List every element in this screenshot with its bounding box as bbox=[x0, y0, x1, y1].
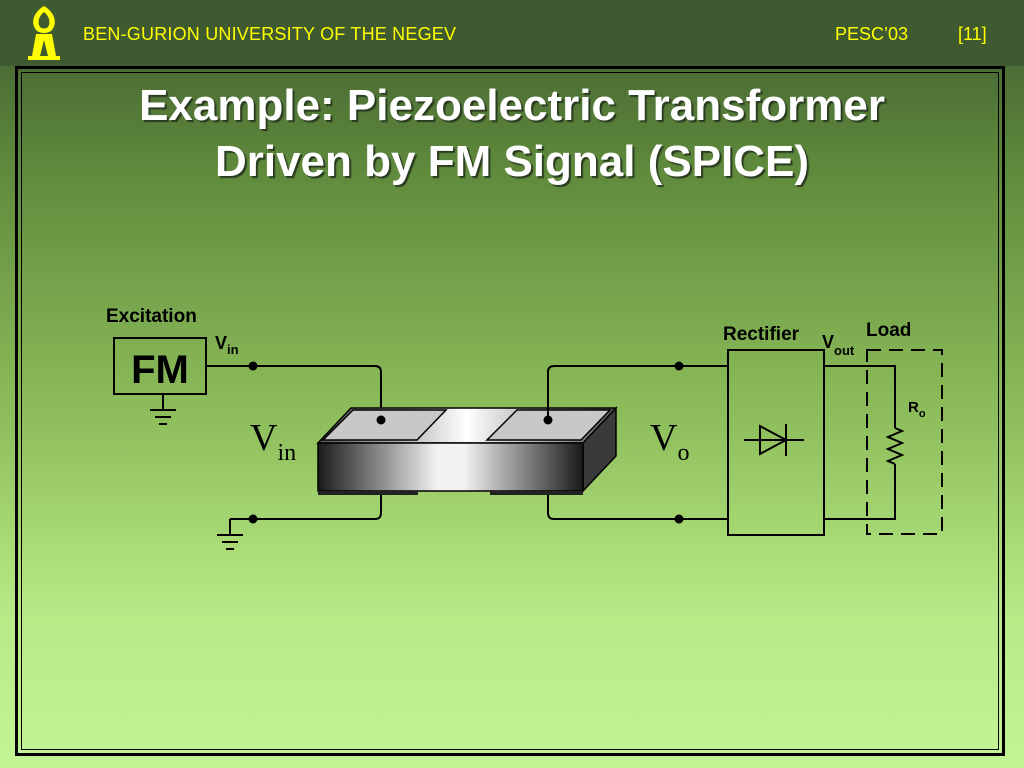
title-line-1: Example: Piezoelectric Transformer bbox=[139, 81, 885, 130]
diode-icon bbox=[744, 424, 804, 456]
output-electrode-node bbox=[543, 415, 553, 425]
rectifier-box bbox=[727, 349, 825, 536]
input-electrode-bottom bbox=[318, 491, 418, 495]
header-bar: BEN-GURION UNIVERSITY OF THE NEGEV PESC’… bbox=[0, 0, 1024, 66]
vo-large-label: Vo bbox=[650, 417, 689, 466]
input-node-bottom bbox=[248, 514, 258, 524]
resistor-icon bbox=[885, 427, 905, 465]
title-line-2: Driven by FM Signal (SPICE) bbox=[214, 137, 810, 186]
slide-frame bbox=[15, 66, 1005, 756]
output-node-top bbox=[674, 361, 684, 371]
input-bottom-wire bbox=[230, 492, 382, 520]
conference-name: PESC’03 bbox=[835, 24, 909, 44]
output-bottom-wire bbox=[547, 495, 728, 520]
load-wires bbox=[824, 365, 896, 520]
vout-label: Vout bbox=[822, 332, 855, 358]
fm-ground-icon bbox=[150, 394, 176, 425]
vin-small-label: Vin bbox=[215, 333, 239, 357]
ro-label: Ro bbox=[908, 399, 926, 420]
input-electrode-node bbox=[376, 415, 386, 425]
piezo-transformer bbox=[316, 406, 618, 495]
fm-source-label: FM bbox=[131, 348, 189, 392]
output-electrode-bottom bbox=[490, 491, 583, 495]
input-electrode-top bbox=[321, 409, 448, 441]
load-label: Load bbox=[866, 320, 911, 341]
output-top-wire bbox=[547, 365, 728, 418]
vin-large-label: Vin bbox=[250, 417, 296, 466]
load-dashed-box bbox=[866, 349, 943, 535]
rectifier-label: Rectifier bbox=[723, 324, 800, 345]
output-electrode-top bbox=[485, 409, 612, 441]
output-node-bottom bbox=[674, 514, 684, 524]
slide-frame-inner bbox=[21, 72, 999, 750]
excitation-label: Excitation bbox=[106, 306, 197, 327]
university-name: BEN-GURION UNIVERSITY OF THE NEGEV bbox=[83, 24, 457, 44]
slide-title: Example: Piezoelectric Transformer Drive… bbox=[0, 78, 1024, 190]
input-node-top bbox=[248, 361, 258, 371]
slide-number: [11] bbox=[958, 24, 987, 44]
input-ground-icon bbox=[217, 519, 243, 550]
input-top-wire bbox=[206, 365, 382, 418]
university-logo-icon bbox=[28, 6, 60, 60]
